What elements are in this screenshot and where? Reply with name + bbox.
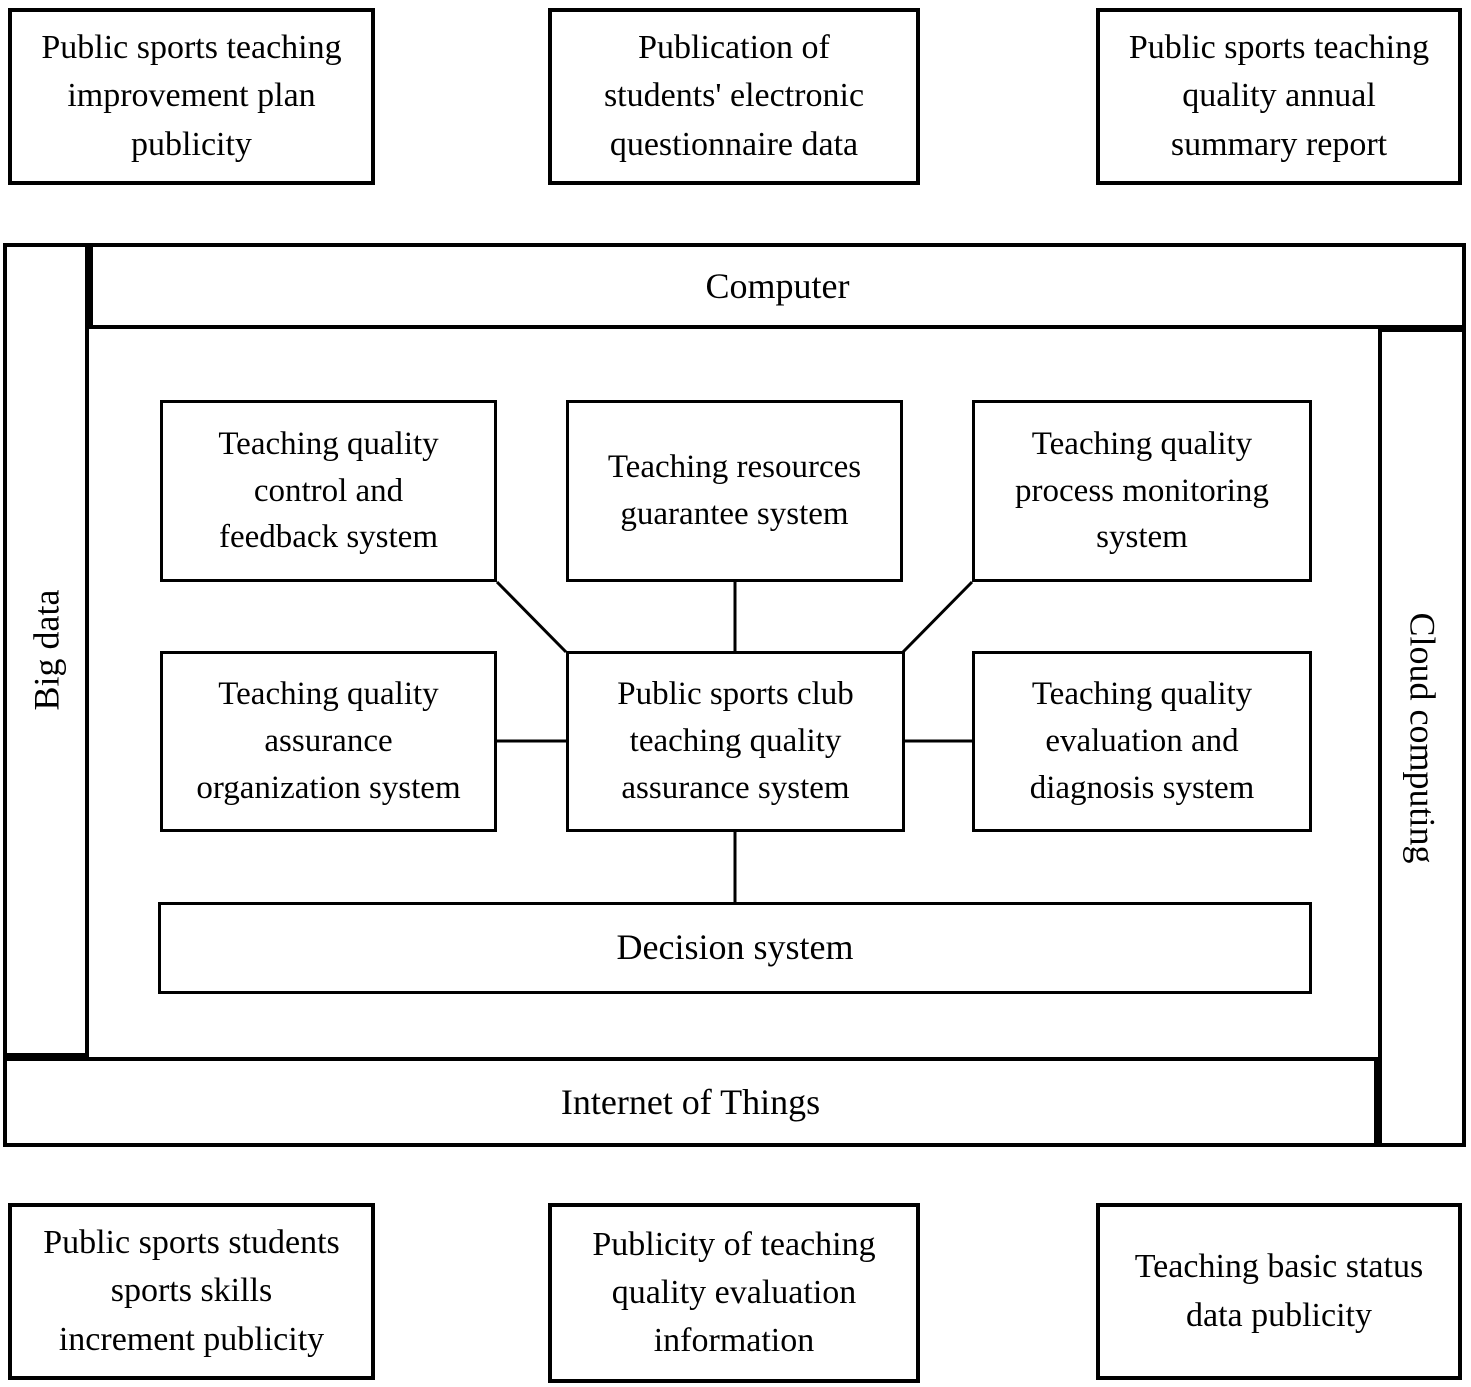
- box-quality-control-feedback-system: Teaching quality control and feedback sy…: [160, 400, 497, 582]
- box-annual-summary-report: Public sports teaching quality annual su…: [1096, 8, 1462, 185]
- box-assurance-organization-system: Teaching quality assurance organization …: [160, 651, 497, 832]
- box-questionnaire-data-publication: Publication of students' electronic ques…: [548, 8, 920, 185]
- computer-label: Computer: [705, 266, 850, 306]
- box-skills-increment-publicity: Public sports students sports skills inc…: [8, 1203, 375, 1380]
- box-club-quality-assurance-system: Public sports club teaching quality assu…: [566, 651, 905, 832]
- box-improvement-plan-publicity: Public sports teaching improvement plan …: [8, 8, 375, 185]
- box-decision-system: Decision system: [158, 902, 1312, 994]
- iot-label: Internet of Things: [560, 1082, 821, 1122]
- cloud-computing-label: Cloud computing: [1402, 612, 1442, 863]
- band-internet-of-things: Internet of Things: [3, 1057, 1378, 1147]
- big-data-label: Big data: [26, 589, 67, 711]
- box-evaluation-diagnosis-system: Teaching quality evaluation and diagnosi…: [972, 651, 1312, 832]
- box-evaluation-information-publicity: Publicity of teaching quality evaluation…: [548, 1203, 920, 1383]
- box-basic-status-data-publicity: Teaching basic status data publicity: [1096, 1203, 1462, 1380]
- box-resources-guarantee-system: Teaching resources guarantee system: [566, 400, 903, 582]
- box-process-monitoring-system: Teaching quality process monitoring syst…: [972, 400, 1312, 582]
- band-computer: Computer: [89, 243, 1466, 329]
- band-cloud-computing: Cloud computing: [1378, 328, 1466, 1147]
- band-big-data: Big data: [3, 243, 89, 1057]
